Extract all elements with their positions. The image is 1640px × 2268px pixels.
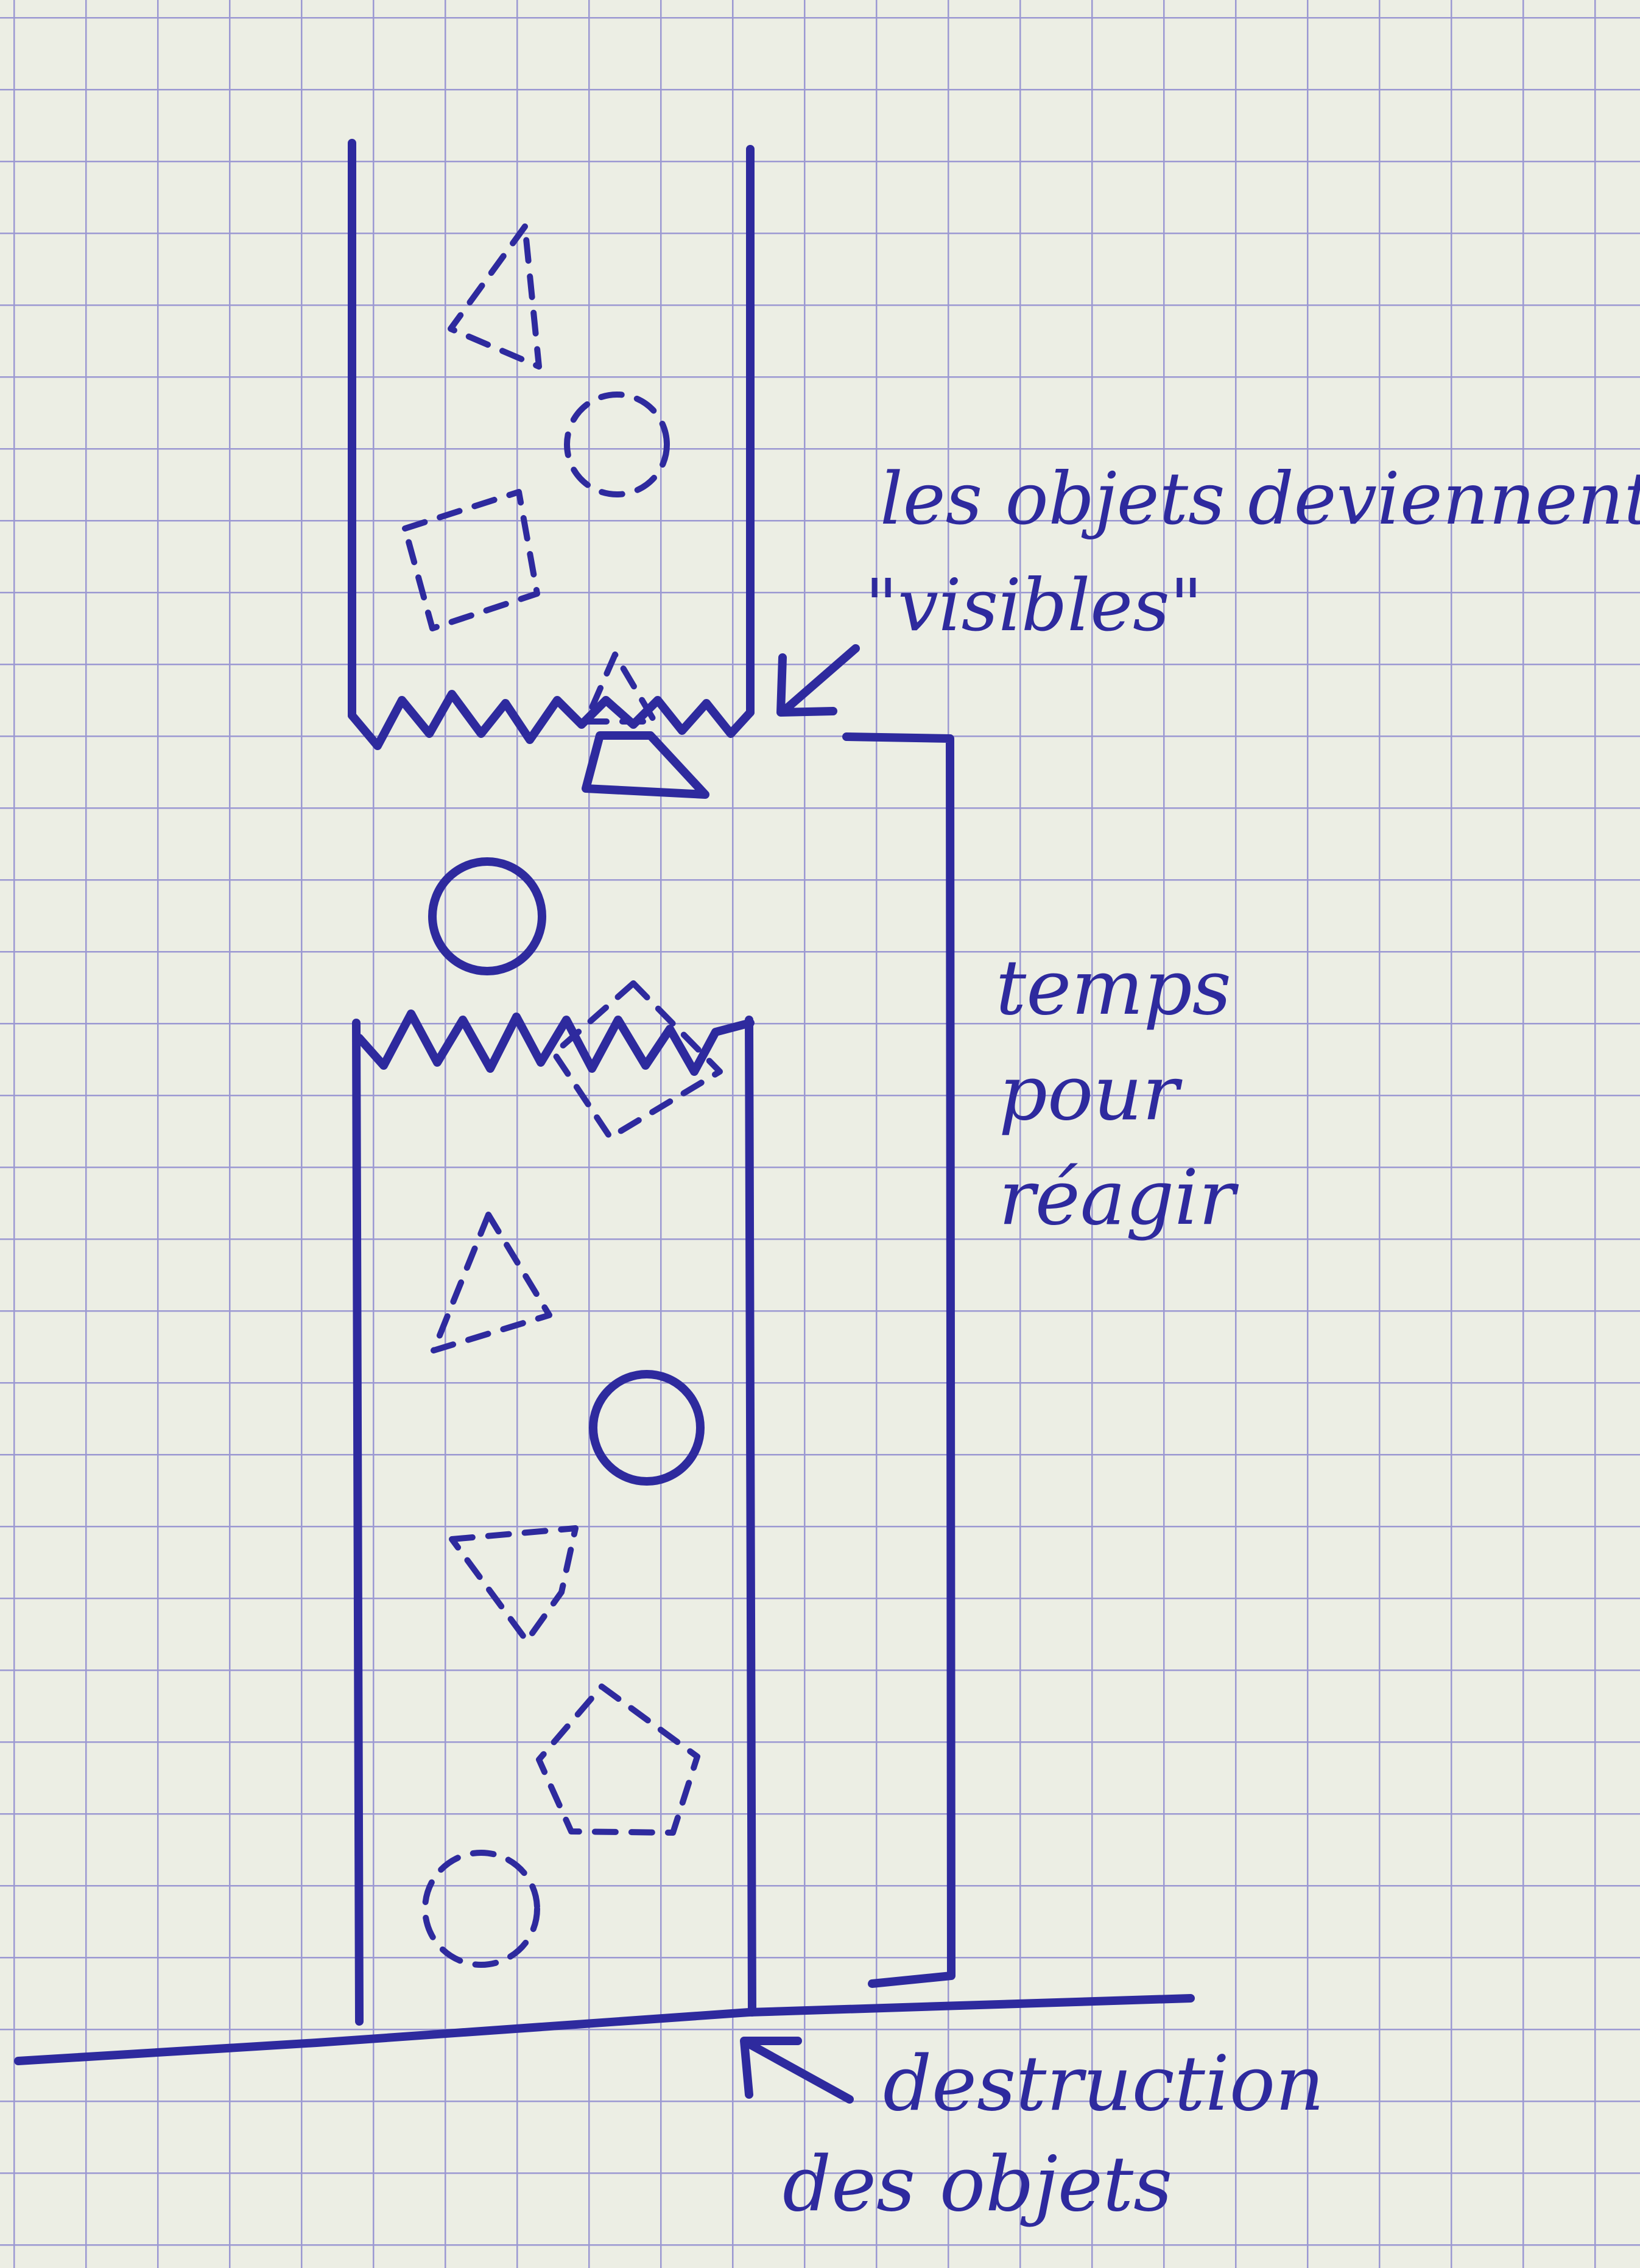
dashed-circle-shape xyxy=(422,1850,540,1968)
label-react-line1: temps xyxy=(996,944,1231,1032)
label-destroy-line1: destruction xyxy=(883,2040,1325,2128)
visible-objects xyxy=(428,731,709,975)
reaction-time-bracket xyxy=(842,732,955,1988)
arrow-visible xyxy=(776,644,860,717)
arrow-head xyxy=(740,2037,802,2099)
dashed-shield-shape xyxy=(449,1525,579,1644)
hidden-objects-upper xyxy=(402,223,670,725)
arrow-shaft xyxy=(781,644,860,714)
upper-torn-edge xyxy=(348,690,755,750)
dashed-triangle-shape xyxy=(448,223,542,370)
solid-circle-shape xyxy=(428,857,546,975)
label-visible-line1: les objets deviennent xyxy=(880,457,1640,541)
label-visible-line2: "visibles" xyxy=(865,563,1203,647)
dashed-square-shape xyxy=(402,489,540,631)
solid-triangle-shape xyxy=(582,731,709,799)
lower-right-wall xyxy=(745,1016,756,2017)
arrow-head xyxy=(776,653,837,717)
dashed-circle-shape xyxy=(564,391,670,497)
dashed-triangle-shape xyxy=(431,1212,552,1353)
solid-circle-shape xyxy=(589,1370,705,1486)
lower-left-wall xyxy=(352,1019,364,2026)
dashed-emerging-triangle xyxy=(583,651,658,725)
label-react-line3: réagir xyxy=(999,1154,1239,1242)
arrow-destruction xyxy=(740,2037,854,2104)
lower-torn-edge xyxy=(355,1009,755,1076)
dashed-square-shape xyxy=(551,980,723,1140)
label-react-line2: pour xyxy=(999,1049,1183,1137)
ground-line xyxy=(14,1994,1195,2065)
lower-container xyxy=(352,1009,756,2026)
upper-container xyxy=(348,139,755,750)
hidden-objects-lower xyxy=(422,980,723,1968)
label-destroy-line2: des objets xyxy=(783,2140,1172,2228)
arrow-shaft xyxy=(746,2040,854,2104)
